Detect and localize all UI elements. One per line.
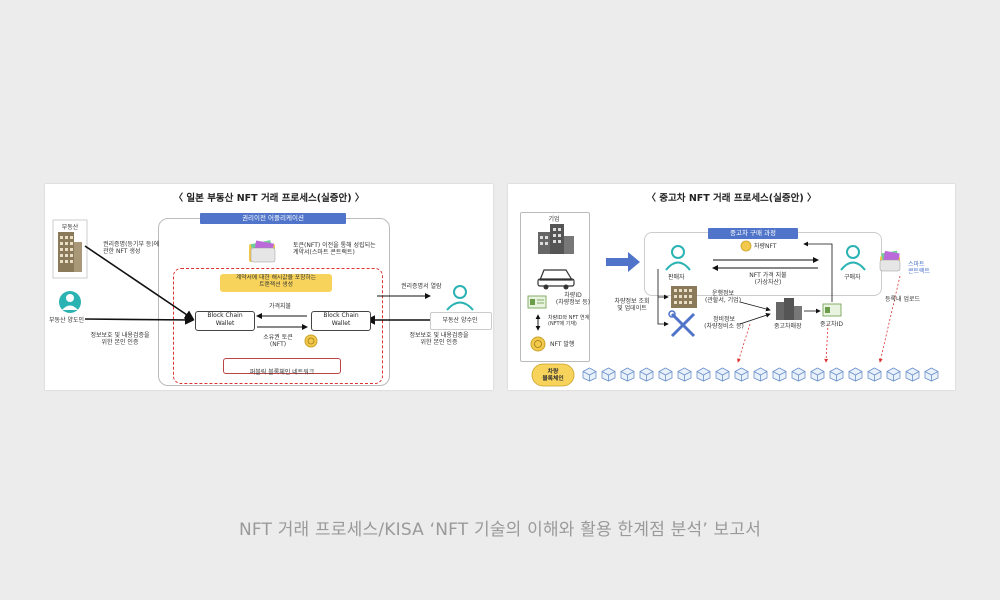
- transferor-note: 정보보호 및 내용검증을 위한 본인 인증: [90, 332, 150, 347]
- chain-block-icon: [658, 367, 673, 382]
- used-car-id-card-icon: [822, 303, 842, 317]
- nft-issue-label: NFT 발행: [550, 341, 575, 348]
- car-id-card-icon: [527, 295, 547, 309]
- car-icon: [537, 269, 575, 290]
- ownership-token-coin-icon: [304, 334, 318, 348]
- seller-person-icon: [665, 245, 691, 271]
- seller-label: 판매자: [668, 274, 685, 281]
- transferor-person-icon: [59, 291, 81, 313]
- transferor-label: 부동산 양도인: [49, 317, 85, 324]
- register-upload-label: 등록내 업로드: [885, 296, 921, 303]
- public-chain-label: 퍼블릭 블록체인 네트워크: [249, 369, 315, 376]
- operation-info-label: 운행정보 (관할서, 기업): [704, 290, 742, 305]
- company-building-icon: [538, 224, 574, 254]
- chain-block-icon: [677, 367, 692, 382]
- chain-block-icon: [639, 367, 654, 382]
- nft-price-pay-label: NFT 가격 지불 (가상자산): [749, 272, 787, 287]
- transferee-person-icon: [446, 285, 474, 311]
- japan-real-estate-nft-panel: 〈 일본 부동산 NFT 거래 프로세스(실증안) 〉 권리이전 어플리케이션: [45, 184, 493, 390]
- smart-contract-label: 스마트 콘트랙트: [908, 261, 931, 276]
- chain-block-icon: [810, 367, 825, 382]
- public-chain-box: 퍼블릭 블록체인 네트워크: [223, 358, 341, 376]
- transferee-box: [430, 312, 492, 330]
- chain-block-icon: [829, 367, 844, 382]
- transferee-note: 정보보호 및 내용검증을 위한 본인 인증: [409, 332, 469, 347]
- smart-contract-icon: [879, 250, 901, 272]
- purchase-process-bar: 중고차 구매 과정: [708, 228, 798, 239]
- dealer-label: 중고차매장: [774, 323, 802, 330]
- left-panel-graphics: [52, 219, 474, 348]
- chain-block-icon: [886, 367, 901, 382]
- wallet-left: Block Chain Wallet: [195, 311, 255, 331]
- nft-coin-icon: [530, 336, 546, 352]
- chain-block-icon: [582, 367, 597, 382]
- right-panel-graphics: [527, 224, 901, 387]
- token-contract-note: 토큰(NFT) 이전을 통해 성립되는 계약서(스마트 콘트랙트): [293, 242, 376, 257]
- chain-block-icon: [772, 367, 787, 382]
- ownership-token-label: 소유권 토큰 (NFT): [263, 334, 293, 349]
- chain-pill: [531, 363, 575, 387]
- used-car-nft-panel: 〈 중고차 NFT 거래 프로세스(실증안) 〉 기업 중고차 구매 과정: [508, 184, 955, 390]
- company-label: 기업: [548, 216, 560, 223]
- tx-note-highlight: [220, 274, 332, 292]
- chain-block-icon: [696, 367, 711, 382]
- repair-info-label: 정비정보 (차량정비소 등): [704, 316, 744, 331]
- figure-caption: NFT 거래 프로세스/KISA ‘NFT 기술의 이해와 활용 한계점 분석’…: [238, 520, 762, 540]
- operation-building-icon: [671, 286, 697, 308]
- app-label-bar: 권리이전 어플리케이션: [200, 213, 346, 224]
- chain-block-icon: [734, 367, 749, 382]
- buyer-person-icon: [840, 245, 866, 271]
- used-car-id-label: 중고차ID: [820, 321, 843, 328]
- lookup-note: 차량정보 조회 및 업데이트: [614, 298, 650, 313]
- chain-label: 차량 블록체인: [542, 369, 564, 382]
- blockchain-dashed-frame: [173, 268, 383, 384]
- chain-block-icon: [601, 367, 616, 382]
- chain-block-icon: [753, 367, 768, 382]
- chain-block-icon: [848, 367, 863, 382]
- chain-block-icon: [905, 367, 920, 382]
- car-nft-label: 차량NFT: [754, 243, 777, 250]
- tx-note: 계약서에 대한 해시값을 포함하는 트랜잭션 생성: [235, 275, 317, 288]
- building-note: 권리증명(등기부 등)에 관한 NFT 생성: [103, 241, 160, 256]
- buyer-label: 구매자: [844, 274, 861, 281]
- chain-block-icon: [715, 367, 730, 382]
- chain-block-icon: [867, 367, 882, 382]
- car-nft-coin-icon: [740, 240, 752, 252]
- left-panel-title: 〈 일본 부동산 NFT 거래 프로세스(실증안) 〉: [173, 193, 365, 204]
- chain-block-icon: [924, 367, 939, 382]
- repair-tools-icon: [668, 310, 696, 338]
- rights-view-label: 권리증명서 열람: [401, 283, 442, 290]
- car-id-link-label: 차량ID와 NFT 연계 (NFT에 기재): [548, 315, 590, 327]
- dealer-building-icon: [776, 298, 802, 320]
- right-panel-title: 〈 중고차 NFT 거래 프로세스(실증안) 〉: [646, 193, 817, 204]
- building-label: 부동산: [61, 224, 79, 231]
- price-pay-label: 가격지불: [268, 303, 292, 310]
- chain-block-icon: [791, 367, 806, 382]
- building-icon: [58, 232, 82, 272]
- car-id-label: 차량ID (차량정보 등): [555, 292, 591, 307]
- wallet-right: Block Chain Wallet: [311, 311, 371, 331]
- flow-arrow-icon: [606, 252, 640, 272]
- chain-block-icon: [620, 367, 635, 382]
- token-folder-icon: [249, 240, 276, 263]
- transferee-label: 부동산 양수인: [442, 317, 478, 324]
